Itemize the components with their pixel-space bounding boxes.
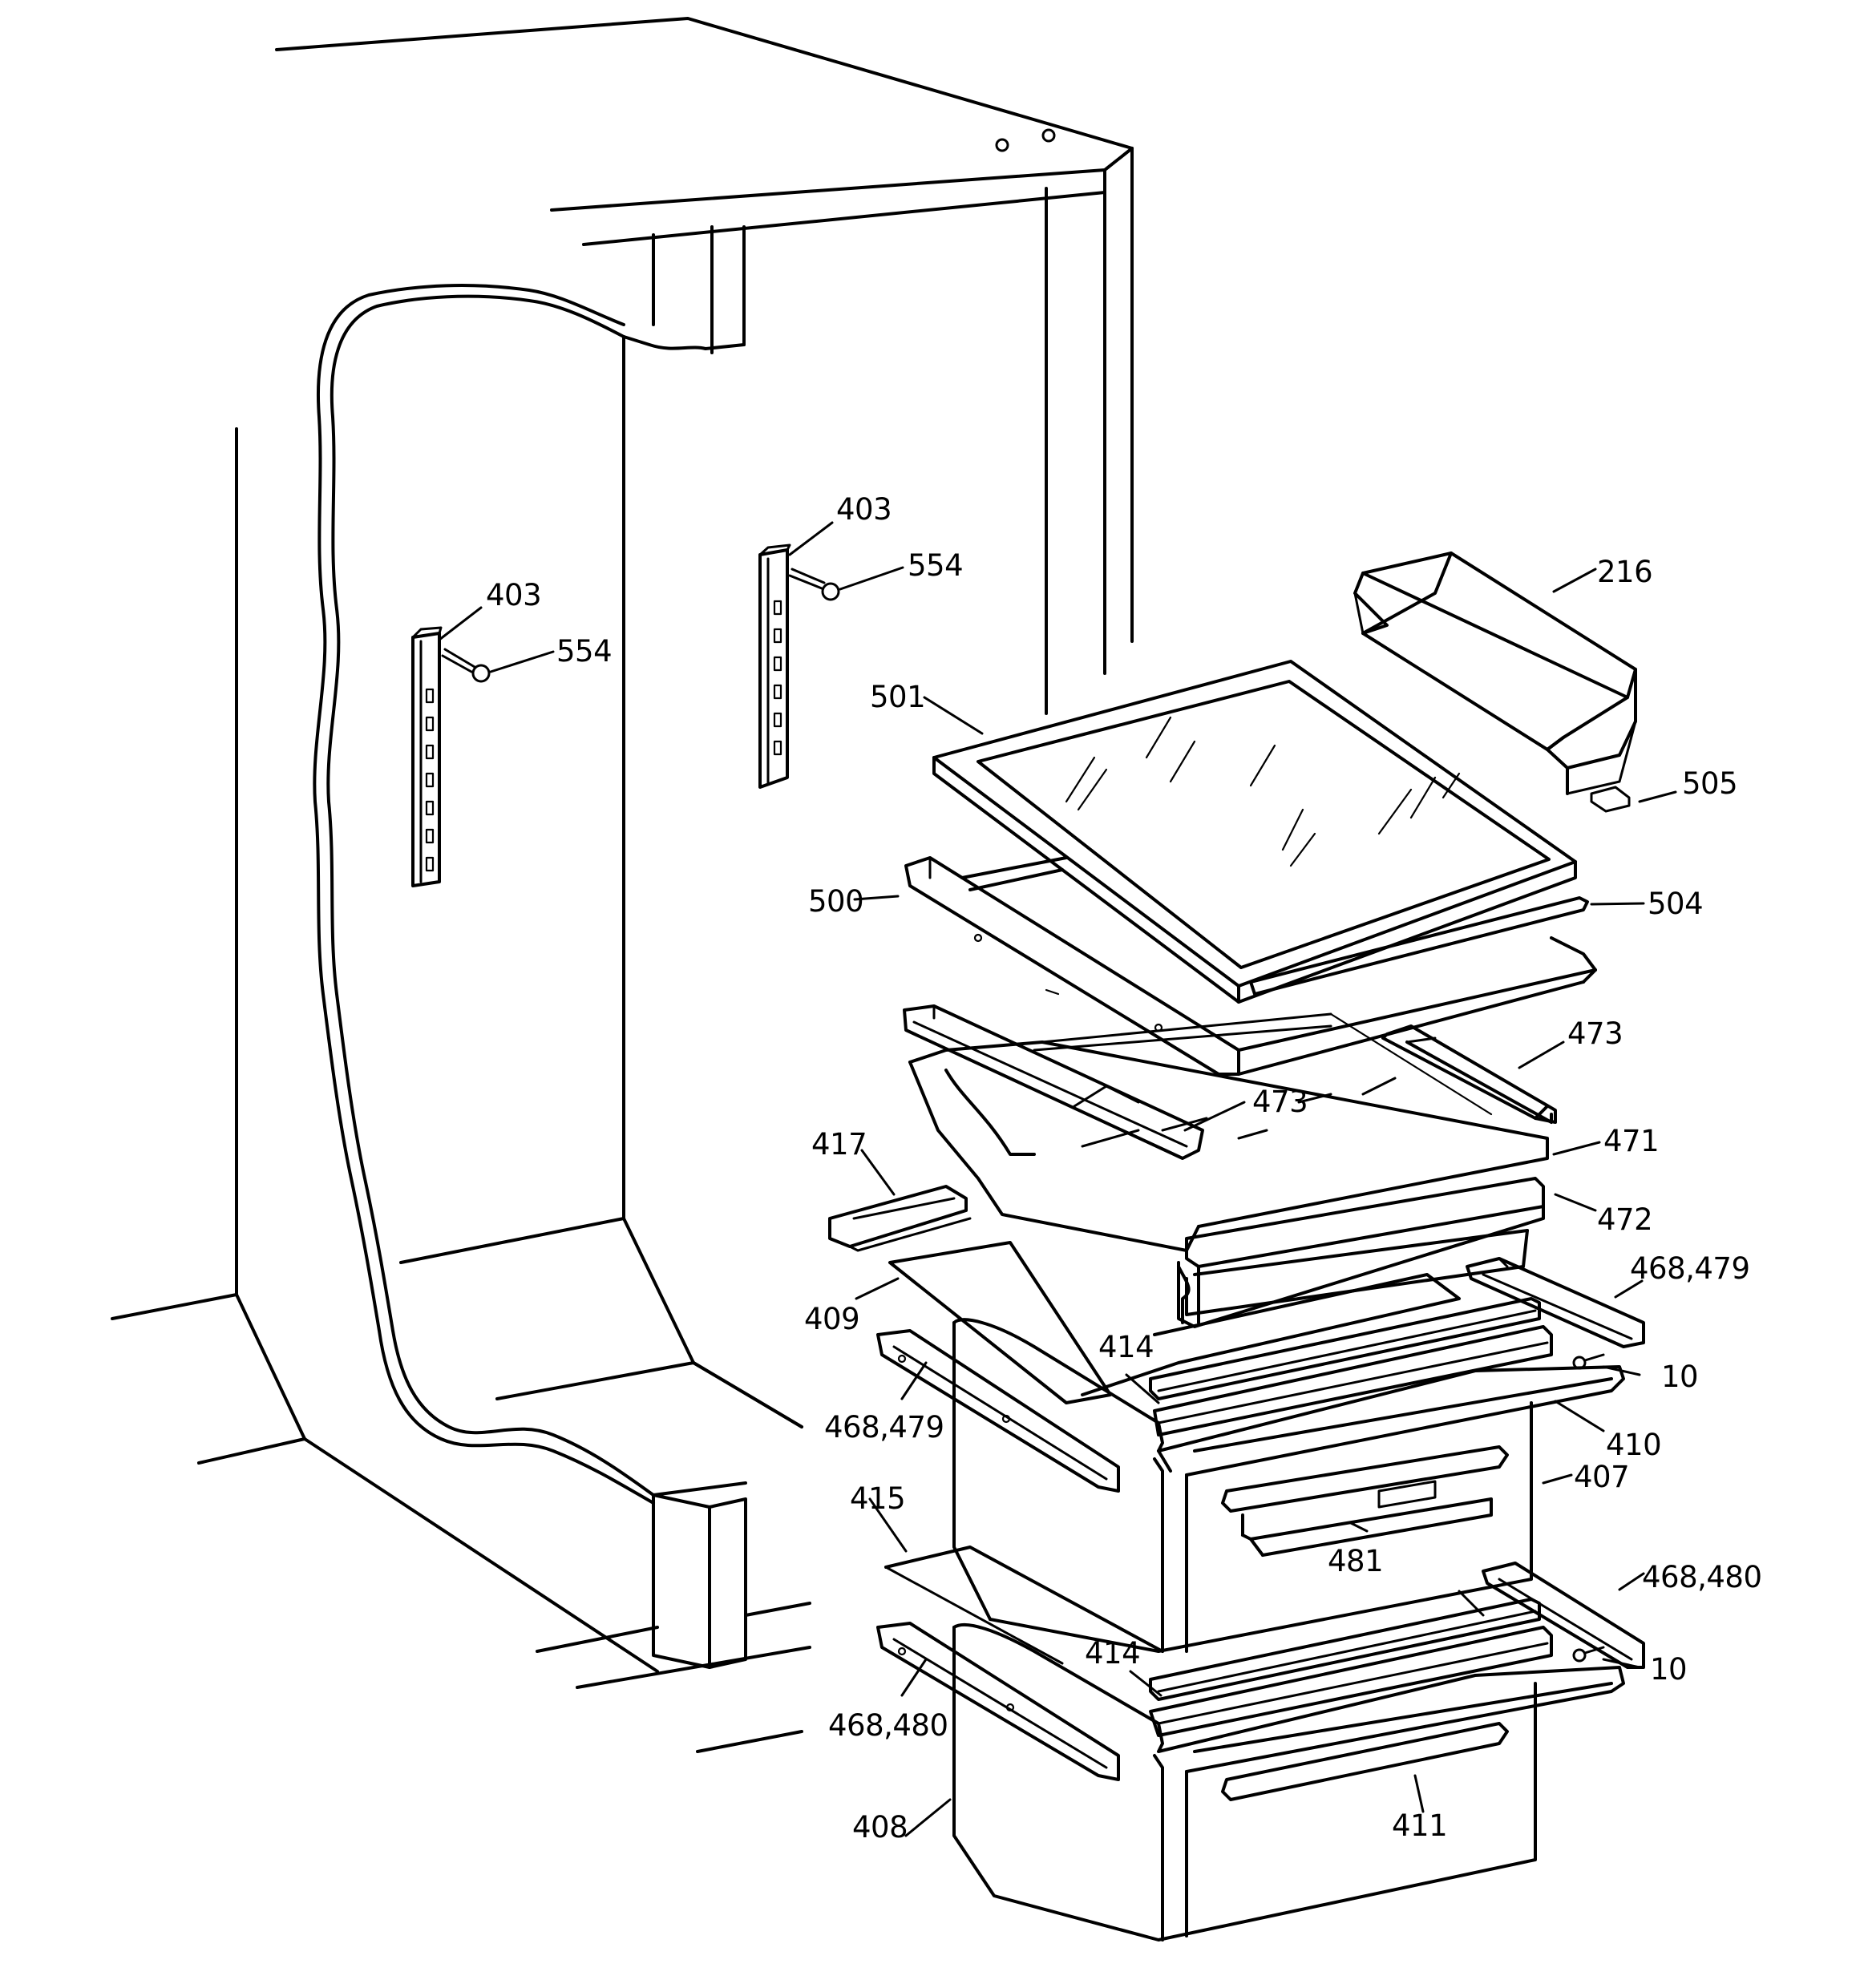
callout-414-upper: 414 xyxy=(1098,1330,1154,1364)
callout-407: 407 xyxy=(1574,1460,1629,1494)
callout-216: 216 xyxy=(1597,555,1652,589)
callout-473-right: 473 xyxy=(1567,1016,1623,1051)
slide-468-480-right xyxy=(1482,1562,1645,1669)
drawer-407 xyxy=(952,1318,1625,1653)
callout-411: 411 xyxy=(1392,1808,1447,1843)
screw-10-lower xyxy=(1572,1646,1605,1663)
slide-473-right xyxy=(1381,1024,1557,1124)
clip-505 xyxy=(1590,786,1631,813)
callout-409: 409 xyxy=(804,1302,859,1336)
drawer-408 xyxy=(952,1622,1625,1942)
screw-554-right xyxy=(788,568,840,601)
slide-468-479-left xyxy=(876,1329,1120,1493)
drawer-handle-410 xyxy=(1153,1325,1553,1436)
callout-468-480-left: 468,480 xyxy=(828,1708,948,1743)
shelf-rail-504 xyxy=(1249,896,1589,996)
crisper-pan-471 xyxy=(908,1012,1549,1252)
callout-410: 410 xyxy=(1606,1428,1661,1462)
callout-554-right: 554 xyxy=(908,548,963,583)
callout-505: 505 xyxy=(1682,766,1737,801)
callout-501: 501 xyxy=(870,680,925,714)
drawer-trim-411 xyxy=(1221,1722,1509,1801)
leader-lines xyxy=(438,521,1677,1837)
callout-10-lower: 10 xyxy=(1650,1652,1687,1687)
callout-403-right: 403 xyxy=(836,492,892,527)
slide-417 xyxy=(828,1185,972,1252)
cover-rail-414-upper xyxy=(1149,1297,1541,1400)
callout-468-479-left: 468,479 xyxy=(824,1410,944,1445)
callout-473-left: 473 xyxy=(1252,1085,1308,1119)
shelf-standard-left-slots xyxy=(425,688,435,872)
drawer-trim-481 xyxy=(1221,1445,1509,1557)
callout-471: 471 xyxy=(1603,1124,1659,1158)
callout-labels: 403 554 403 554 216 501 505 500 504 473 … xyxy=(486,492,1762,1845)
shelf-frame-500 xyxy=(904,856,1597,1076)
callout-472: 472 xyxy=(1597,1202,1652,1237)
callout-468-480-right: 468,480 xyxy=(1642,1560,1762,1594)
slide-468-479-right xyxy=(1466,1257,1645,1348)
callout-10-upper: 10 xyxy=(1661,1360,1698,1394)
cover-rail-414-lower xyxy=(1149,1598,1541,1701)
glass-shelf-501 xyxy=(932,660,1577,1004)
callout-403-left: 403 xyxy=(486,578,541,612)
crisper-rail-472 xyxy=(1177,1177,1545,1328)
callout-500: 500 xyxy=(808,884,863,919)
screw-554-left xyxy=(441,648,491,683)
drawer-handle-411 xyxy=(1149,1626,1553,1737)
bin-216 xyxy=(1353,552,1637,795)
callout-504: 504 xyxy=(1648,887,1703,921)
callout-554-left: 554 xyxy=(556,634,612,669)
callout-417: 417 xyxy=(811,1127,867,1162)
callout-414-lower: 414 xyxy=(1085,1636,1140,1671)
slide-468-480-left xyxy=(876,1622,1120,1781)
callout-408: 408 xyxy=(852,1810,908,1845)
refrigerator-cabinet xyxy=(111,17,1134,1753)
shelf-standard-left xyxy=(411,626,443,887)
callout-481: 481 xyxy=(1328,1544,1383,1578)
callout-468-479-right: 468,479 xyxy=(1630,1251,1750,1286)
callout-415: 415 xyxy=(850,1481,905,1516)
shelf-standard-right xyxy=(758,543,791,789)
slide-473-left xyxy=(903,1004,1204,1160)
